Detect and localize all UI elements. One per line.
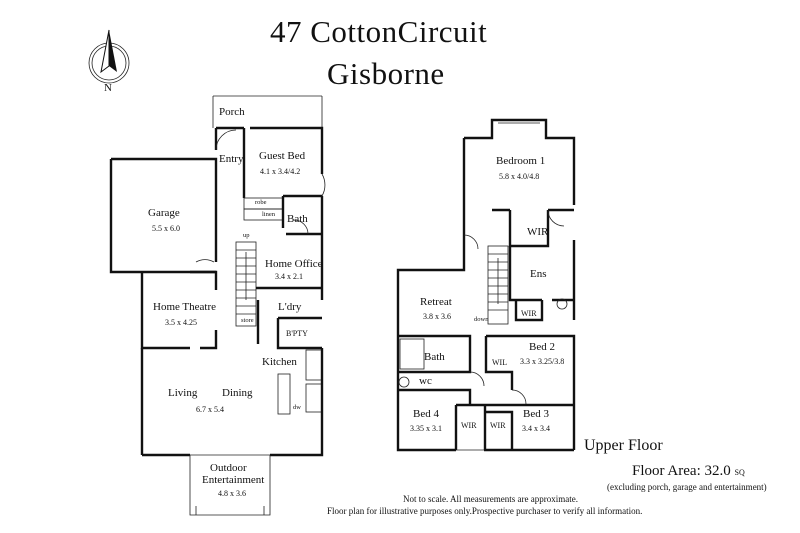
retreat-label: Retreat	[420, 296, 452, 308]
bed2-label: Bed 2	[529, 341, 555, 353]
entry-label: Entry	[219, 153, 244, 165]
upper-floor-heading: Upper Floor	[584, 437, 663, 454]
living-label: Living	[168, 387, 198, 399]
bed3-dims: 3.4 x 3.4	[522, 424, 550, 433]
stair-down-label: down	[474, 316, 489, 323]
wil-label: WIL	[492, 358, 508, 367]
floor-area-label: Floor Area: 32.0	[632, 463, 731, 479]
home-office-dims: 3.4 x 2.1	[275, 272, 303, 281]
wir-bed4-label: WIR	[461, 421, 477, 430]
home-theatre-dims: 3.5 x 4.25	[165, 318, 197, 327]
stair-upper	[487, 245, 509, 325]
wir-small-label: WIR	[521, 309, 537, 318]
living-dims: 6.7 x 5.4	[196, 405, 224, 414]
bath-upper-label: Bath	[424, 351, 445, 363]
laundry-label: L'dry	[278, 301, 302, 313]
retreat-dims: 3.8 x 3.6	[423, 312, 451, 321]
ground-floor-walls	[109, 95, 326, 516]
bed4-label: Bed 4	[413, 408, 439, 420]
stair-ground	[235, 241, 257, 327]
floor-area-unit: SQ	[734, 468, 745, 477]
outdoor-label-2: Entertainment	[202, 474, 265, 486]
compass-letter: N	[104, 82, 112, 94]
bed4-dims: 3.35 x 3.1	[410, 424, 442, 433]
guest-bed-label: Guest Bed	[259, 150, 306, 162]
guest-bed-dims: 4.1 x 3.4/4.2	[260, 167, 301, 176]
dining-label: Dining	[222, 387, 253, 399]
compass-icon: N	[88, 29, 130, 94]
bed3-label: Bed 3	[523, 408, 549, 420]
garage-label: Garage	[148, 207, 180, 219]
wir-master-label: WIR	[527, 226, 549, 238]
porch-label: Porch	[219, 106, 245, 118]
ensuite-label: Ens	[530, 268, 547, 280]
stair-up-label: up	[243, 232, 250, 239]
floor-area: Floor Area: 32.0 SQ	[632, 463, 745, 480]
page-title-line2: Gisborne	[327, 56, 445, 91]
wir-bed3-label: WIR	[490, 421, 506, 430]
page-title-line1: 47 CottonCircuit	[270, 14, 488, 49]
upper-floor-walls	[396, 118, 576, 452]
home-office-label: Home Office	[265, 258, 323, 270]
linen-label: linen	[262, 211, 275, 218]
bedroom1-dims: 5.8 x 4.0/4.8	[499, 172, 540, 181]
robe-label: robe	[255, 199, 267, 206]
home-theatre-label: Home Theatre	[153, 301, 217, 313]
bed2-dims: 3.3 x 3.25/3.8	[520, 357, 565, 366]
disclaimer-line1: Not to scale. All measurements are appro…	[403, 494, 578, 504]
disclaimer-line2: Floor plan for illustrative purposes onl…	[327, 506, 643, 516]
wc-label: wc	[419, 375, 432, 387]
outdoor-label-1: Outdoor	[210, 462, 247, 474]
store-label: store	[241, 317, 254, 324]
floor-area-note: (excluding porch, garage and entertainme…	[607, 482, 767, 492]
garage-dims: 5.5 x 6.0	[152, 224, 180, 233]
kitchen-label: Kitchen	[262, 356, 297, 368]
dishwasher-label: dw	[293, 404, 301, 411]
outdoor-dims: 4.8 x 3.6	[218, 489, 246, 498]
bedroom1-label: Bedroom 1	[496, 155, 546, 167]
bath-ground-label: Bath	[287, 213, 308, 225]
butlers-pantry-label: B'PTY	[286, 329, 308, 338]
